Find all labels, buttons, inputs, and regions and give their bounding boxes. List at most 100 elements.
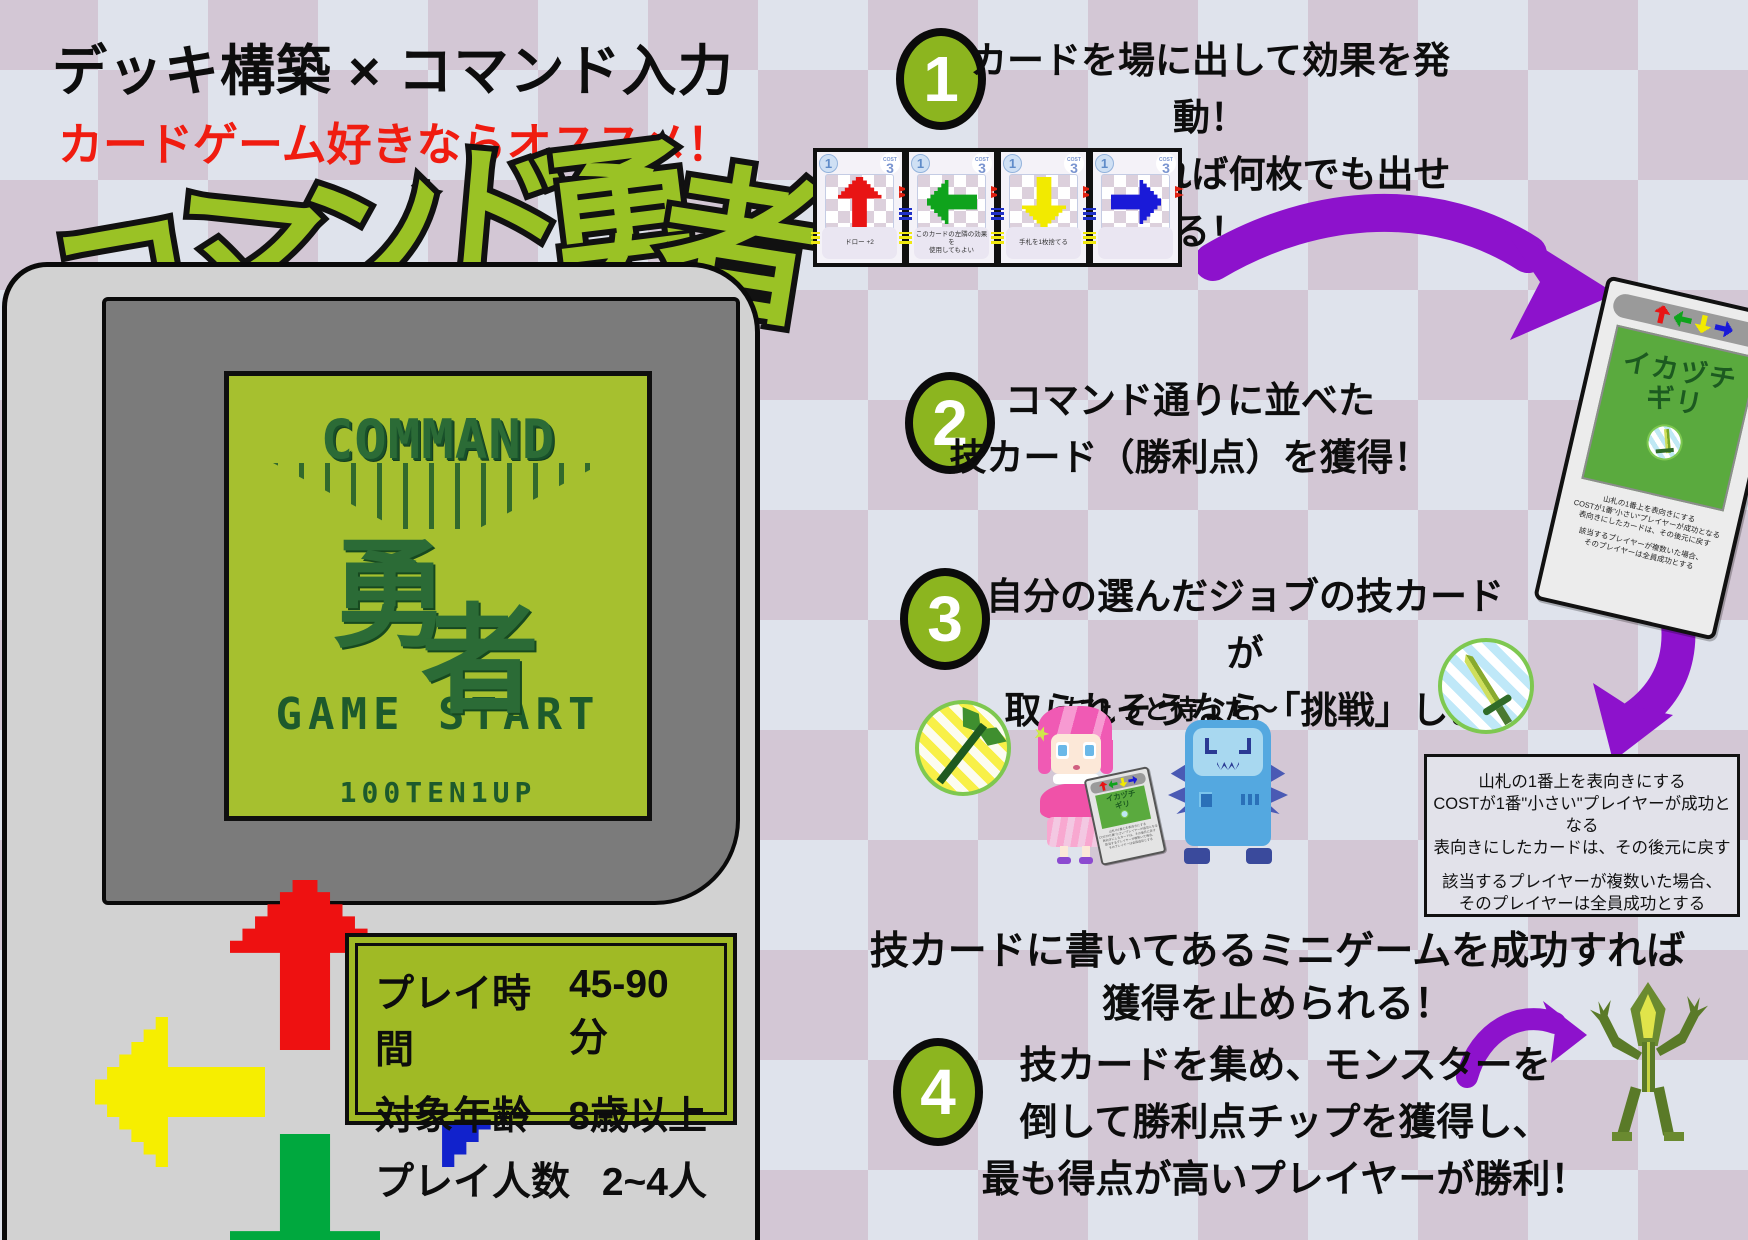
screen-logo-kanji: 勇 者	[229, 499, 647, 728]
green-monster-sprite	[1590, 982, 1708, 1144]
skill-card-title: イカヅチ ギリ	[1603, 344, 1748, 428]
minigame-rules-box: 山札の1番上を表向きにする COSTが1番"小さい"プレイヤーが成功となる 表向…	[1424, 754, 1740, 917]
step-4-badge: 4	[893, 1038, 983, 1146]
cost-label: COST	[883, 157, 897, 163]
score-text: 100TEN1UP	[339, 776, 537, 809]
kanji-sha: 者	[421, 596, 540, 728]
step-2-line-1: コマンド通りに並べた	[1005, 380, 1375, 421]
blue-monster-sprite	[1168, 712, 1280, 864]
step-3-line-1: 自分の選んだジョブの技カードが	[986, 576, 1504, 674]
tap-badge: 1	[819, 154, 838, 173]
body	[1185, 720, 1271, 846]
step-4-line-2: 倒して勝利点チップを獲得し、	[1019, 1102, 1551, 1144]
tagline: デッキ構築 × コマンド入力	[52, 40, 734, 102]
axe-job-token	[915, 700, 1011, 796]
note-line-2: 獲得を止められる！	[1101, 983, 1453, 1026]
rule-line: 表向きにしたカードは、その後元に戻す	[1433, 839, 1731, 857]
right-arrow-icon	[1127, 775, 1137, 785]
step-number: 3	[927, 583, 963, 655]
cost-label: COST	[1067, 157, 1081, 163]
left-arrow-icon	[1672, 309, 1693, 329]
down-arrow-icon	[1022, 177, 1066, 227]
step-number: 1	[923, 43, 959, 115]
cost-label: COST	[1159, 157, 1173, 163]
rule-line: COSTが1番"小さい"プレイヤーが成功となる	[1433, 795, 1731, 835]
step-number: 2	[932, 387, 968, 459]
spec-label: プレイ時間	[375, 973, 532, 1072]
yellow-stripes-icon	[995, 232, 1004, 244]
up-arrow-icon	[1099, 781, 1109, 791]
spec-value: 8歳以上	[568, 1095, 707, 1138]
spec-label: プレイ人数	[375, 1161, 571, 1204]
screen-logo-text: COMMAND	[320, 408, 556, 471]
step-2-text: コマンド通りに並べた 技カード（勝利点）を獲得！	[945, 372, 1435, 486]
console-screen: COMMAND 勇 者 GAME START 100TEN1UP	[224, 371, 652, 821]
blue-stripes-icon	[903, 208, 912, 220]
cost-value: 3	[978, 160, 986, 176]
down-arrow-icon	[1693, 313, 1713, 334]
right-arrow-icon	[1713, 319, 1734, 339]
left-arrow-icon	[1108, 779, 1118, 789]
up-arrow-icon	[837, 177, 882, 227]
step-1-line-1: カードを場に出して効果を発動！	[970, 40, 1450, 138]
tap-badge: 1	[911, 154, 930, 173]
step-4-line-3: 最も得点が高いプレイヤーが勝利！	[981, 1159, 1589, 1201]
left-arrow-icon	[95, 1017, 265, 1167]
blue-stripes-icon	[995, 208, 1004, 220]
card-face	[917, 174, 986, 230]
card-effect-text: ドロー +2	[822, 227, 897, 259]
right-arrow-icon	[1111, 180, 1161, 224]
game-start-menu-item: GAME START	[275, 689, 601, 740]
tap-badge: 1	[1095, 154, 1114, 173]
card-effect-text: このカードの左隣の効果を 使用してもよい	[914, 227, 989, 259]
step-number: 4	[920, 1056, 956, 1128]
step-1-badge: 1	[896, 28, 986, 130]
minigame-note: 技カードに書いてあるミニゲームを成功すれば 獲得を止められる！	[815, 925, 1740, 1031]
axe-icon	[919, 700, 1011, 792]
spec-row: プレイ人数 2~4人	[375, 1151, 707, 1207]
skill-card-title-panel: イカヅチ ギリ	[1581, 324, 1748, 512]
tap-badge: 1	[1003, 154, 1022, 173]
spec-label: 対象年齢	[375, 1095, 532, 1138]
blue-stripes-icon	[1087, 208, 1096, 220]
spec-row: 対象年齢 8歳以上	[375, 1085, 707, 1141]
sword-icon	[1119, 809, 1130, 819]
card-effect-text	[1098, 227, 1173, 259]
sword-job-token	[1438, 638, 1534, 734]
left-arrow-icon	[927, 180, 977, 224]
up-arrow-icon	[1652, 304, 1672, 325]
note-line-1: 技カードに書いてあるミニゲームを成功すれば	[869, 930, 1686, 973]
game-specs-box: プレイ時間 45-90分 対象年齢 8歳以上 プレイ人数 2~4人	[345, 933, 737, 1204]
yellow-stripes-icon	[1087, 232, 1096, 244]
console-screen-bezel: COMMAND 勇 者 GAME START 100TEN1UP	[102, 297, 740, 905]
purple-curved-arrow	[1198, 193, 1616, 340]
purple-curved-arrow	[1456, 1001, 1587, 1088]
step-4-text: 技カードを集め、モンスターを 倒して勝利点チップを獲得し、 最も得点が高いプレイ…	[950, 1038, 1620, 1209]
rule-line: 該当するプレイヤーが複数いた場合、	[1441, 873, 1722, 891]
cost-value: 3	[1162, 160, 1170, 176]
step-3-badge: 3	[900, 568, 990, 670]
spec-value: 45-90分	[568, 963, 669, 1060]
step-4-line-1: 技カードを集め、モンスターを	[1019, 1045, 1551, 1087]
handheld-console: COMMAND 勇 者 GAME START 100TEN1UP	[2, 262, 760, 1240]
sword-icon	[1449, 644, 1527, 730]
spec-value: 2~4人	[601, 1161, 707, 1204]
rule-line: 山札の1番上を表向きにする	[1478, 773, 1686, 791]
card-face	[1009, 174, 1078, 230]
sword-icon	[1643, 420, 1687, 464]
down-arrow-icon	[230, 1134, 380, 1240]
yellow-stripes-icon	[811, 232, 820, 244]
rule-line: そのプレイヤーは全員成功とする	[1458, 895, 1706, 913]
kanji-yu: 勇	[331, 530, 450, 662]
step-2-line-2: 技カード（勝利点）を獲得！	[949, 437, 1431, 478]
spec-row: プレイ時間 45-90分	[375, 963, 707, 1075]
